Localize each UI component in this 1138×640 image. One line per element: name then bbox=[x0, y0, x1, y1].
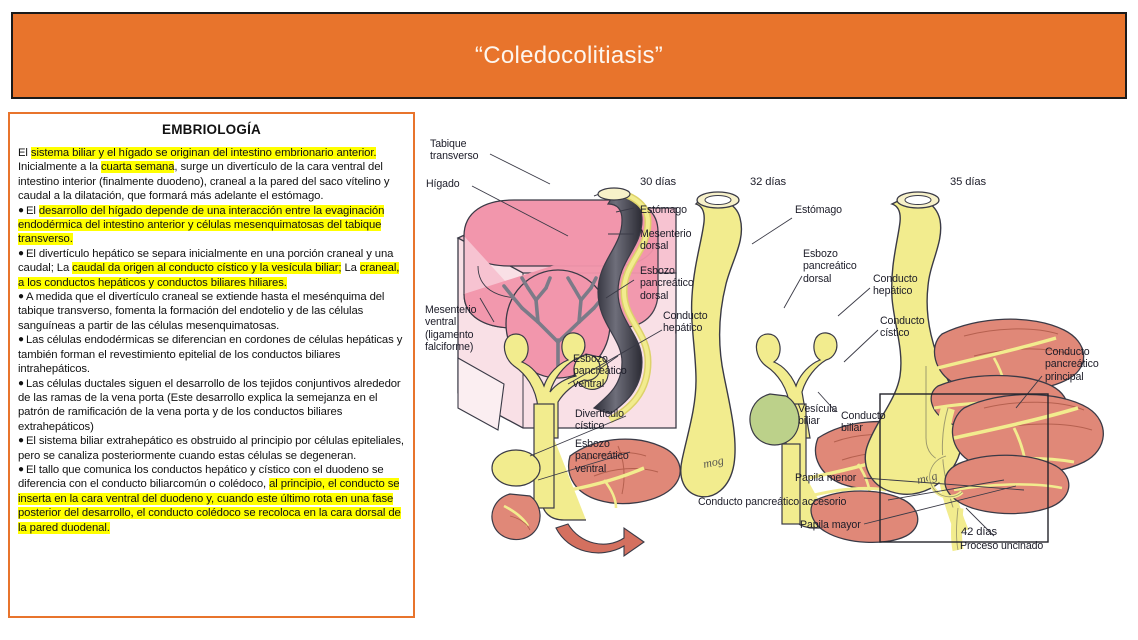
paragraph: El sistema biliar y el hígado se origina… bbox=[18, 146, 405, 175]
highlighted-text: caudal da origen al conducto cístico y l… bbox=[72, 262, 342, 275]
figure-artwork: mog bbox=[456, 153, 1104, 558]
paragraph: ●Las células ductales siguen el desarrol… bbox=[18, 377, 405, 406]
plain-text: Las células endodérmicas se diferencian … bbox=[18, 334, 403, 376]
highlighted-text: sistema biliar y el hígado se originan d… bbox=[30, 147, 377, 159]
diagram-32-dias: mog bbox=[680, 191, 743, 498]
plain-text: El divertículo hepático se separa inicia… bbox=[18, 247, 394, 275]
figure-label-esbozo-pancreatico-dorsal-1: Esbozo pancreático dorsal bbox=[640, 265, 694, 302]
plain-text: El bbox=[25, 204, 39, 217]
box-42-dias bbox=[879, 393, 1049, 543]
figure-label-mesenterio-ventral: Mesenterio ventral (ligamento falciforme… bbox=[425, 304, 477, 354]
figure-label-tabique-transverso: Tabique transverso bbox=[430, 138, 479, 163]
figure-label-conducto-hepatico-2: Conducto hepático bbox=[873, 273, 918, 298]
plain-text: patrón de ramificación de la vena porta … bbox=[18, 406, 343, 433]
figure-label-conducto-cistico: Conducto cístico bbox=[880, 315, 925, 340]
paragraph: ●El sistema biliar extrahepático es obst… bbox=[18, 434, 405, 463]
bullet-icon: ● bbox=[18, 377, 24, 389]
stage-label-d32: 32 días bbox=[750, 176, 786, 188]
plain-text: El tallo que comunica los conductos hepá… bbox=[18, 463, 384, 491]
panel-body: El sistema biliar y el hígado se origina… bbox=[18, 146, 405, 535]
embryology-figure: mog bbox=[418, 108, 1134, 628]
plain-text: A medida que el divertículo craneal se e… bbox=[18, 291, 385, 332]
figure-label-estomago-2: Estómago bbox=[795, 204, 842, 216]
figure-label-esbozo-pancreatico-dorsal-2: Esbozo pancreático dorsal bbox=[803, 248, 857, 285]
bullet-icon: ● bbox=[18, 204, 24, 216]
figure-label-estomago-1: Estómago bbox=[640, 204, 687, 216]
page-title: “Coledocolitiasis” bbox=[474, 41, 664, 69]
figure-label-vesicula-biliar: Vesícula biliar bbox=[798, 403, 838, 428]
highlighted-text: cuarta semana bbox=[100, 161, 175, 174]
stage-label-d35: 35 días bbox=[950, 176, 986, 188]
bullet-icon: ● bbox=[18, 435, 24, 447]
plain-text: El bbox=[18, 147, 31, 159]
leader-lines bbox=[471, 153, 1043, 537]
paragraph: ●El divertículo hepático se separa inici… bbox=[18, 247, 405, 290]
bullet-icon: ● bbox=[18, 247, 24, 259]
svg-text:mog: mog bbox=[702, 453, 725, 471]
figure-label-mesenterio-dorsal: Mesenterio dorsal bbox=[640, 228, 692, 253]
diagram-42-dias bbox=[927, 393, 1104, 552]
plain-text: , surge un divertículo de la cara ventra… bbox=[174, 161, 383, 174]
paragraph: intestino interior (finalmente duodeno),… bbox=[18, 175, 405, 204]
bullet-icon: ● bbox=[18, 463, 24, 475]
stage-label-d42: 42 días bbox=[961, 526, 997, 538]
embriologia-text-panel: EMBRIOLOGÍA El sistema biliar y el hígad… bbox=[8, 112, 415, 618]
paragraph: patrón de ramificación de la vena porta … bbox=[18, 405, 405, 434]
figure-label-conducto-pancreatico-principal: Conducto pancreático principal bbox=[1045, 346, 1099, 383]
figure-label-conducto-pancreatico-accesorio: Conducto pancreático accesorio bbox=[698, 496, 847, 508]
paragraph: ●A medida que el divertículo craneal se … bbox=[18, 290, 405, 333]
paragraph: ●El tallo que comunica los conductos hep… bbox=[18, 463, 405, 535]
highlighted-text: desarrollo del hígado depende de una int… bbox=[18, 204, 385, 246]
figure-label-esbozo-pancreatico-ventral-2: Esbozo pancreático ventral bbox=[575, 438, 629, 475]
stage-label-d30: 30 días bbox=[640, 176, 676, 188]
diagram-ducts-left bbox=[491, 332, 681, 558]
figure-label-higado: Hígado bbox=[426, 178, 460, 190]
plain-text: Inicialmente a la bbox=[18, 161, 101, 174]
figure-label-conducto-biliar: Conducto biliar bbox=[841, 410, 886, 435]
figure-label-diverticulo-cistico: Divertículo cístico bbox=[575, 408, 624, 433]
bullet-icon: ● bbox=[18, 334, 24, 346]
plain-text: La bbox=[341, 262, 360, 275]
bullet-icon: ● bbox=[18, 291, 24, 303]
paragraph: ●Las células endodérmicas se diferencian… bbox=[18, 333, 405, 376]
header-banner: “Coledocolitiasis” bbox=[11, 12, 1127, 99]
plain-text: Las células ductales siguen el desarroll… bbox=[18, 377, 401, 404]
figure-label-proceso-uncinado: Proceso uncinado bbox=[960, 540, 1044, 552]
diagram-30-dias bbox=[456, 187, 677, 431]
figure-label-esbozo-pancreatico-ventral-1: Esbozo pancreático ventral bbox=[573, 353, 627, 390]
figure-label-conducto-hepatico-1: Conducto hepático bbox=[663, 310, 708, 335]
paragraph: ●El desarrollo del hígado depende de una… bbox=[18, 204, 405, 247]
figure-label-papila-menor: Papila menor bbox=[795, 472, 857, 484]
figure-label-papila-mayor: Papila mayor bbox=[800, 519, 861, 531]
panel-heading: EMBRIOLOGÍA bbox=[162, 122, 261, 137]
plain-text: intestino interior (finalmente duodeno),… bbox=[18, 175, 390, 203]
plain-text: El sistema biliar extrahepático es obstr… bbox=[18, 435, 404, 462]
